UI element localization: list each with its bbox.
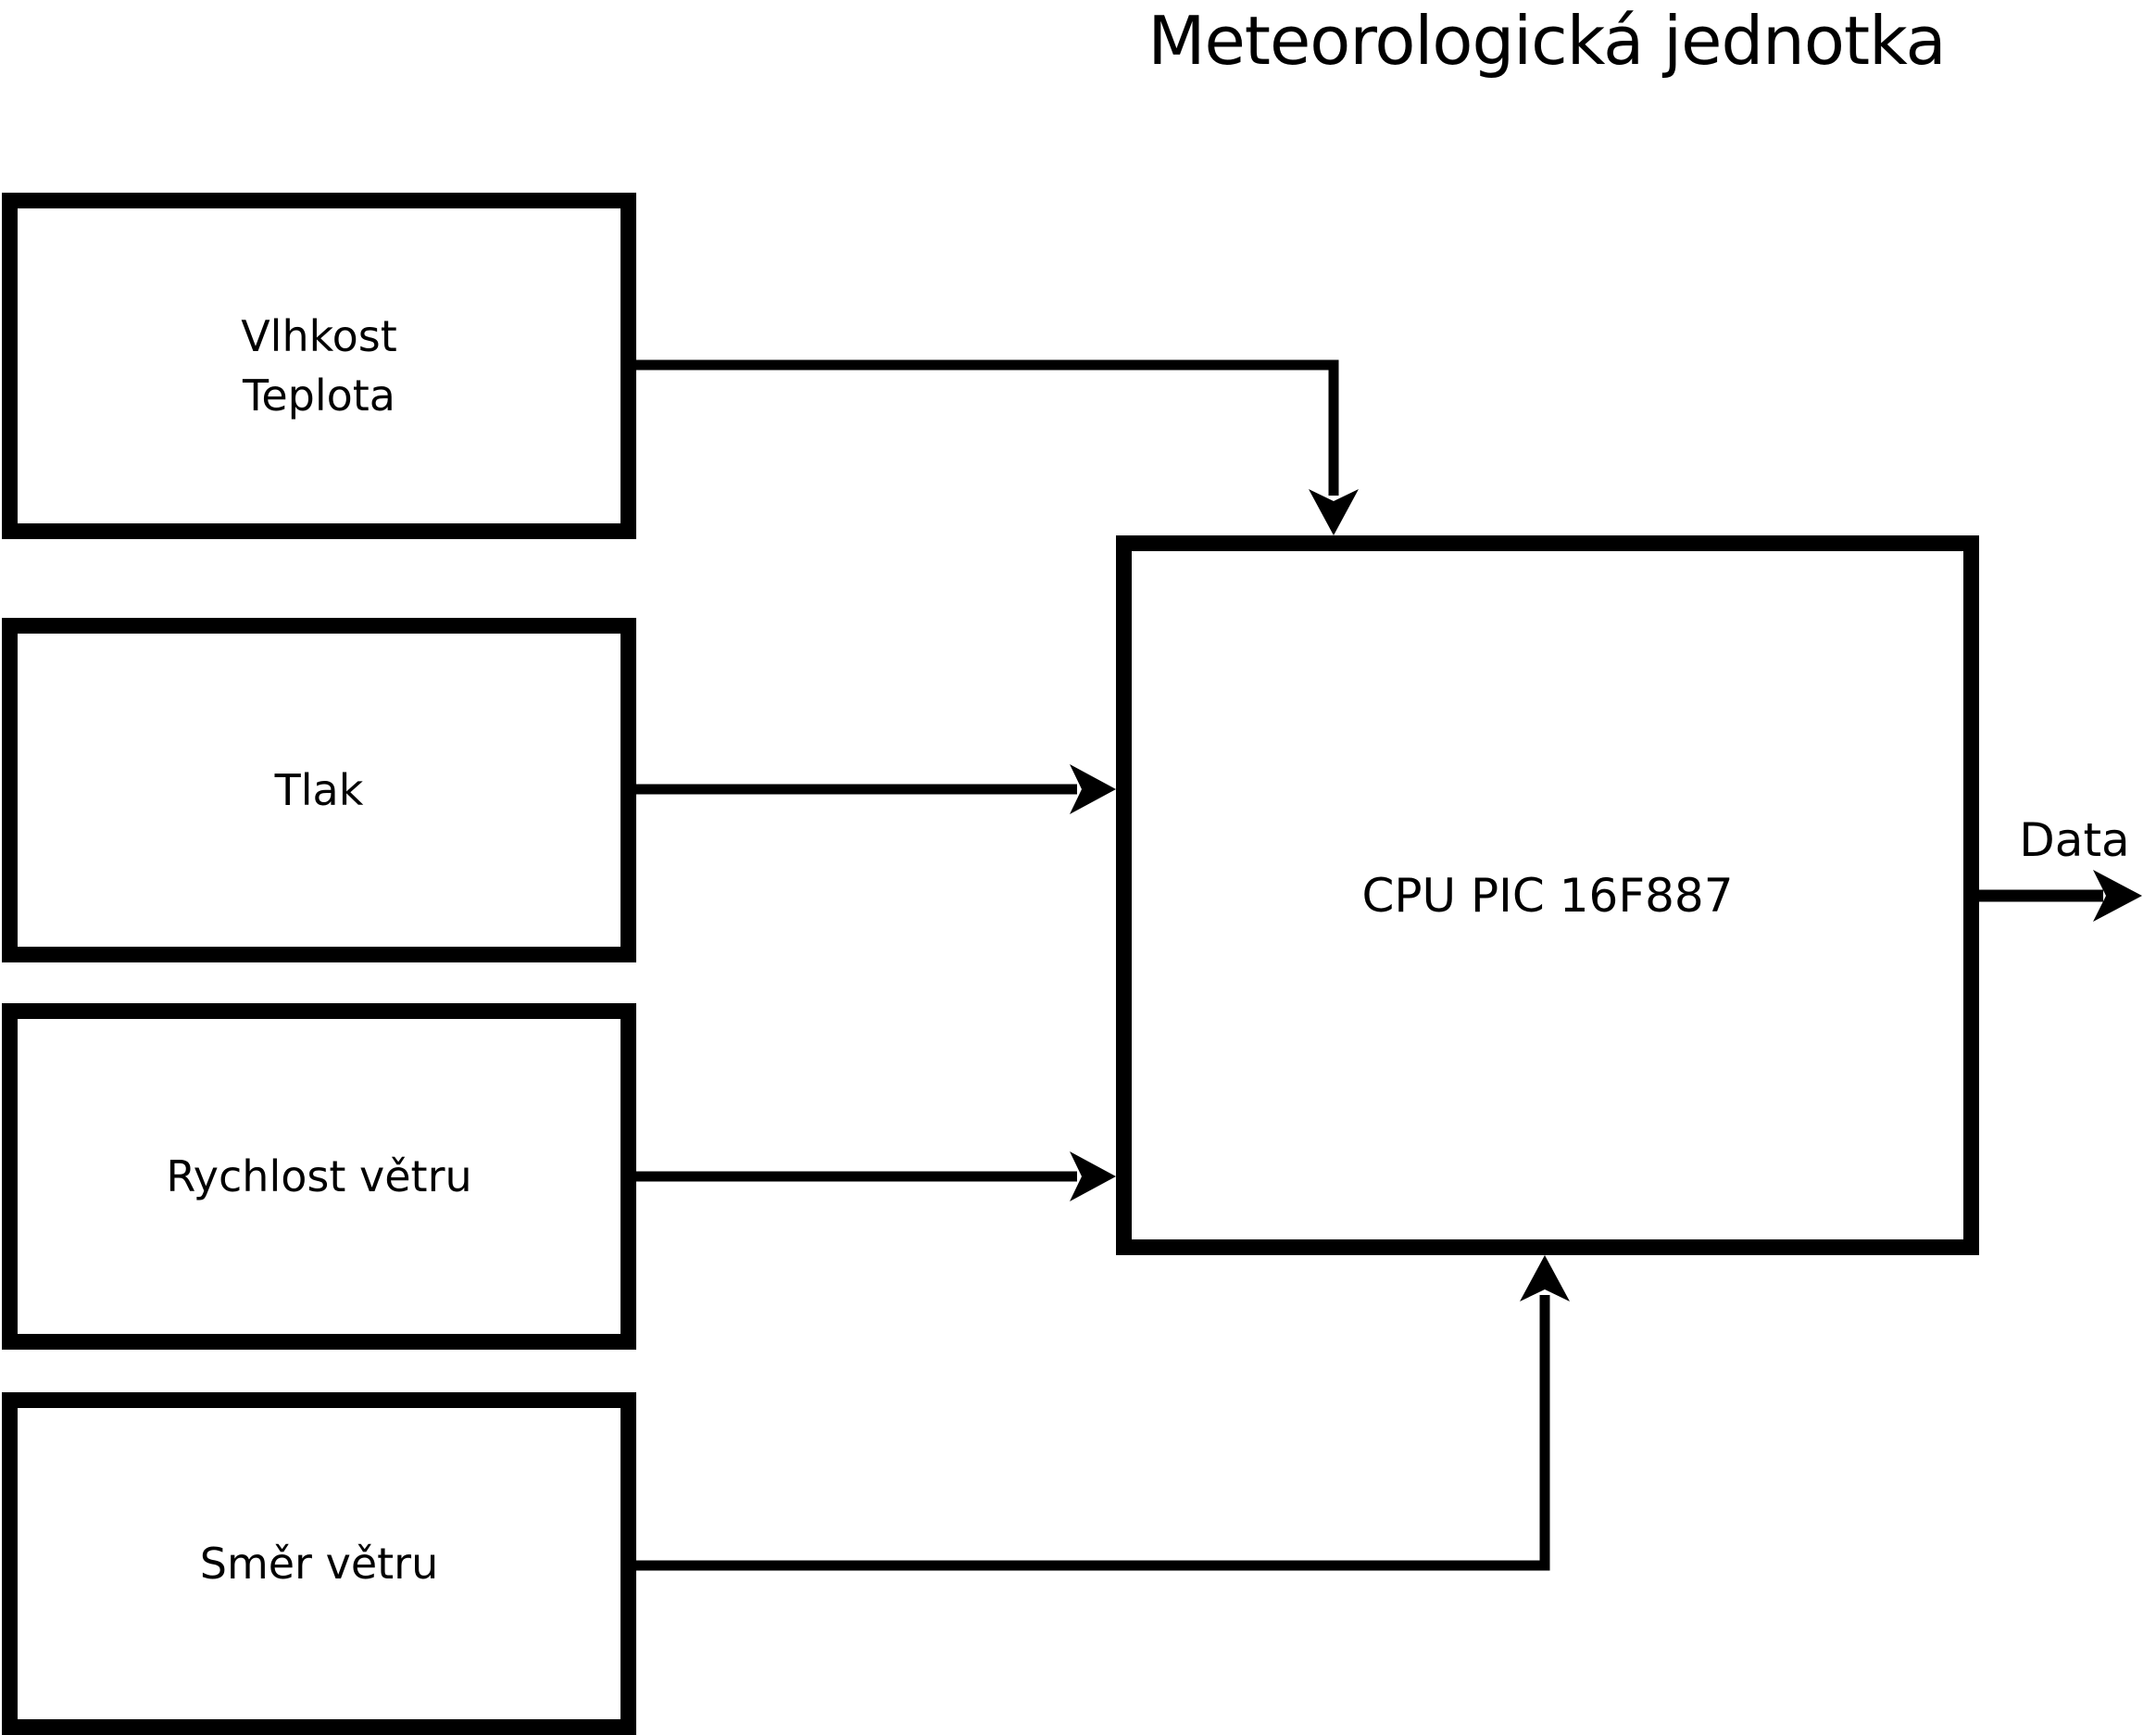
sensor-box-pressure: Tlak [2,618,636,962]
sensor-label-line: Tlak [274,765,364,815]
sensor-label-line: Rychlost větru [166,1151,472,1201]
arrow-winddir-to-cpu [636,1255,1570,1571]
arrow-pressure-to-cpu [636,764,1116,814]
sensor-label-line: Směr větru [199,1539,439,1589]
sensor-box-humidity-temperature: Vlhkost Teplota [2,193,636,539]
cpu-box: CPU PIC 16F887 [1116,535,1979,1255]
sensor-label-line: Teplota [243,371,395,421]
diagram-title: Meteorologická jednotka [1147,2,1946,80]
data-output-label: Data [2019,813,2130,867]
arrow-cpu-to-data [1979,870,2142,922]
sensor-label-line: Vlhkost [241,311,397,361]
sensor-box-wind-direction: Směr větru [2,1392,636,1735]
sensor-box-wind-speed: Rychlost větru [2,1003,636,1350]
cpu-label: CPU PIC 16F887 [1361,868,1734,923]
arrow-humidity-to-cpu [636,359,1359,535]
arrow-windspeed-to-cpu [636,1151,1116,1201]
